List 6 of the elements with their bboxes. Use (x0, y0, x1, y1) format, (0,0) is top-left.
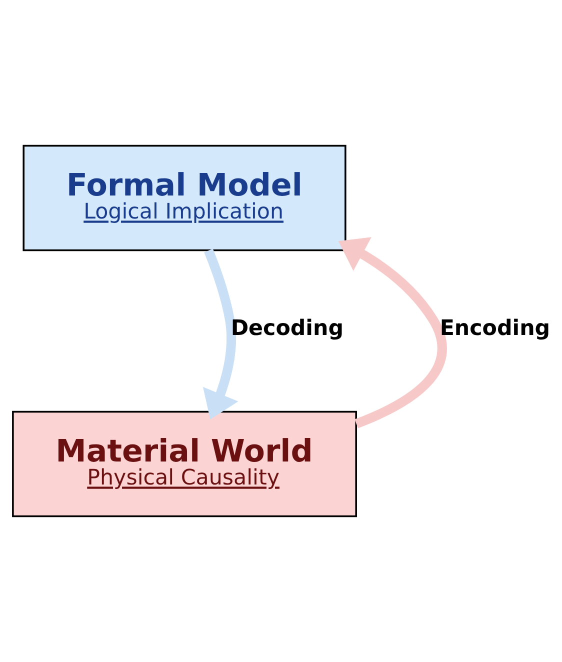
node-box: Material World Physical Causality (12, 410, 357, 518)
node-box: Formal Model Logical Implication (22, 144, 346, 252)
arrow (202, 248, 238, 420)
edge-label: Encoding (440, 316, 550, 342)
edge-label: Decoding (230, 316, 344, 342)
arrow (338, 237, 447, 428)
